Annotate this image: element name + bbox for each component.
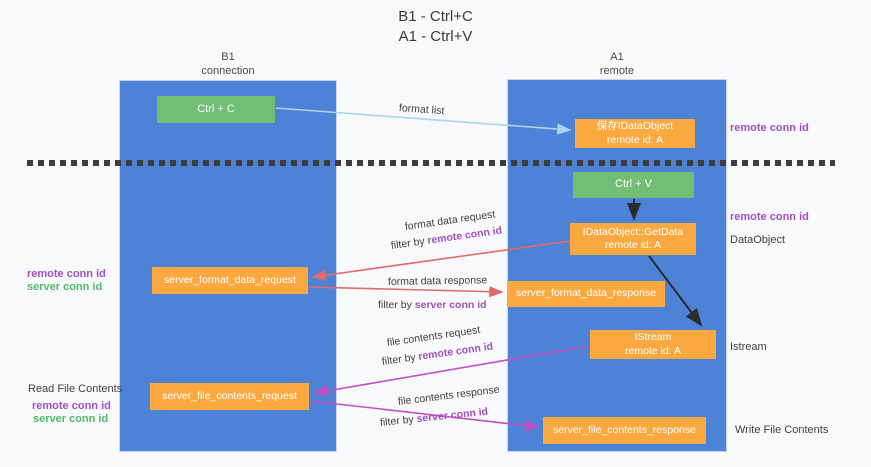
node-istream-line1: IStream bbox=[634, 331, 672, 344]
node-ctrl-c: Ctrl + C bbox=[157, 96, 275, 123]
node-server-format-data-response-label: server_format_data_response bbox=[515, 287, 657, 300]
diagram-title-line1: B1 - Ctrl+C bbox=[398, 8, 473, 25]
label-remote-conn-id-left2: remote conn id bbox=[32, 400, 111, 412]
node-ctrl-v-label: Ctrl + V bbox=[615, 178, 652, 191]
lane-b1-subtitle: connection bbox=[201, 64, 255, 77]
flow-label-format-list: format list bbox=[398, 102, 445, 118]
node-saved-idataobject-line1: 保存IDataObject bbox=[596, 120, 674, 133]
label-remote-conn-id-left1: remote conn id bbox=[27, 268, 106, 280]
server-conn-id-text: server conn id bbox=[415, 405, 489, 426]
filter-by-text: filter by bbox=[379, 413, 418, 429]
filter-by-text: filter by bbox=[378, 299, 415, 311]
node-idataobject-getdata-line2: remote id: A bbox=[604, 239, 662, 251]
node-server-file-contents-request: server_file_contents_request bbox=[150, 383, 309, 410]
node-server-file-contents-request-label: server_file_contents_request bbox=[162, 389, 297, 402]
lane-a1-title: A1 bbox=[610, 51, 624, 63]
remote-conn-id-text: remote conn id bbox=[417, 340, 494, 363]
flow-label-format-data-response: format data response bbox=[387, 274, 488, 288]
node-saved-idataobject: 保存IDataObject remote id: A bbox=[575, 119, 695, 148]
lane-b1-title: B1 bbox=[221, 51, 235, 63]
server-conn-id-text: server conn id bbox=[414, 299, 487, 311]
label-dataobject: DataObject bbox=[730, 234, 786, 246]
filter-by-text: filter by bbox=[390, 234, 429, 252]
node-ctrl-v: Ctrl + V bbox=[573, 172, 694, 198]
flow-label-file-contents-response: file contents response bbox=[397, 383, 501, 408]
node-server-file-contents-response: server_file_contents_response bbox=[543, 417, 706, 444]
node-server-file-contents-response-label: server_file_contents_response bbox=[552, 423, 696, 436]
session-separator-dashed-line bbox=[27, 160, 835, 166]
label-read-file-contents: Read File Contents bbox=[28, 383, 123, 395]
label-server-conn-id-left2: server conn id bbox=[33, 413, 109, 425]
lane-a1-subtitle: remote bbox=[599, 64, 635, 77]
filter-by-text: filter by bbox=[381, 350, 420, 368]
node-istream-line2: remote id: A bbox=[624, 344, 682, 357]
node-server-format-data-request-label: server_format_data_request bbox=[164, 273, 296, 286]
label-remote-conn-id-mid: remote conn id bbox=[730, 211, 809, 223]
diagram-title-line2: A1 - Ctrl+V bbox=[398, 28, 473, 46]
flow-label-filter-server-2: filter by server conn id bbox=[379, 406, 488, 429]
lane-header-a1: A1 remote bbox=[507, 51, 727, 79]
label-server-conn-id-left1: server conn id bbox=[27, 281, 103, 293]
flow-label-filter-server-1: filter by server conn id bbox=[378, 299, 487, 311]
arrow-format-data-response bbox=[308, 286, 504, 298]
label-remote-conn-id-top: remote conn id bbox=[730, 122, 809, 134]
node-server-format-data-request: server_format_data_request bbox=[152, 267, 308, 294]
diagram-title: B1 - Ctrl+C A1 - Ctrl+V bbox=[0, 7, 871, 48]
node-istream: IStream remote id: A bbox=[590, 330, 716, 359]
lane-header-b1: B1 connection bbox=[119, 51, 337, 79]
node-idataobject-getdata-line1: IDataObject::GetData bbox=[582, 225, 684, 238]
node-saved-idataobject-line2: remote id: A bbox=[606, 133, 664, 146]
label-write-file-contents: Write File Contents bbox=[735, 424, 829, 436]
node-idataobject-getdata: IDataObject::GetData remote id: A bbox=[570, 223, 696, 255]
label-istream: Istream bbox=[730, 341, 767, 353]
node-ctrl-c-label: Ctrl + C bbox=[197, 102, 235, 115]
node-server-format-data-response: server_format_data_response bbox=[507, 281, 665, 307]
